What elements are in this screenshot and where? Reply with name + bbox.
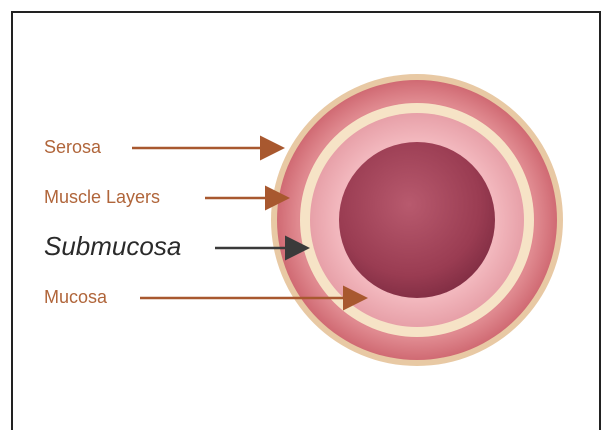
label-submucosa: Submucosa xyxy=(44,231,181,261)
lumen xyxy=(339,142,495,298)
label-mucosa: Mucosa xyxy=(44,287,108,307)
label-muscle-layers: Muscle Layers xyxy=(44,187,160,207)
label-serosa: Serosa xyxy=(44,137,102,157)
